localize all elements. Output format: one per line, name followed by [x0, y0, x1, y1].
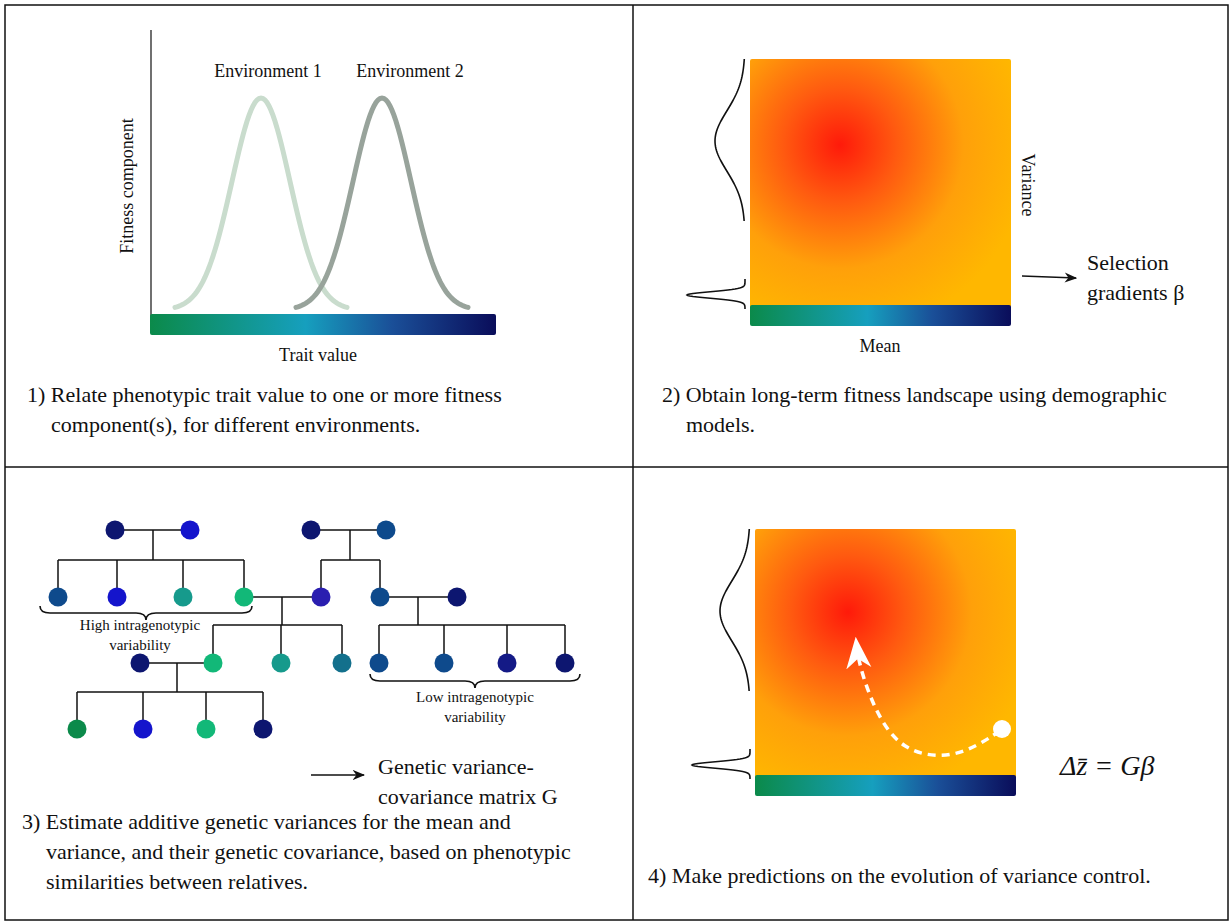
pedigree-line — [311, 529, 386, 531]
output-label: Genetic variance-covariance matrix G — [378, 752, 583, 812]
pointer-arrow — [311, 774, 364, 775]
individual — [498, 654, 517, 673]
landscape-heatmap — [755, 529, 1016, 779]
fitness-curve — [175, 98, 347, 307]
pedigree-line — [176, 663, 178, 692]
pointer-arrow — [1022, 276, 1076, 278]
group-label: High intragenotypic variability — [65, 615, 215, 655]
individual — [312, 588, 331, 607]
individual — [174, 588, 193, 607]
output-label: Selection gradients β — [1087, 248, 1212, 308]
figure-panel: 2) Obtain long-term fitness landscape us… — [633, 5, 1228, 467]
group-label: Low intragenotypic variability — [400, 687, 550, 727]
individual — [302, 521, 321, 540]
variance-distribution — [692, 749, 750, 779]
y-axis — [150, 30, 151, 320]
individual — [333, 654, 352, 673]
pedigree-line — [77, 691, 263, 693]
figure-panel: 3) Estimate additive genetic variances f… — [5, 467, 633, 920]
brace — [370, 674, 580, 688]
individual — [134, 720, 153, 739]
individual — [254, 720, 273, 739]
pedigree-line — [152, 530, 154, 560]
individual — [204, 654, 223, 673]
pedigree — [40, 521, 580, 739]
panel-caption: 1) Relate phenotypic trait value to one … — [27, 380, 596, 440]
outer-frame — [5, 5, 1228, 920]
panel-caption: 3) Estimate additive genetic variances f… — [22, 807, 586, 897]
pedigree-line — [349, 530, 351, 560]
individual — [556, 654, 575, 673]
variance-distribution — [687, 279, 745, 309]
panel-caption: 4) Make predictions on the evolution of … — [648, 861, 1202, 891]
individual — [377, 521, 396, 540]
individual — [272, 654, 291, 673]
individual — [108, 588, 127, 607]
variance-distribution — [720, 529, 749, 691]
individual — [131, 654, 150, 673]
individual — [106, 521, 125, 540]
individual — [181, 521, 200, 540]
individual — [371, 588, 390, 607]
pedigree-line — [213, 624, 342, 626]
figure-panel: 4) Make predictions on the evolution of … — [633, 467, 1228, 920]
landscape-heatmap — [750, 59, 1011, 309]
curve-label: Environment 2 — [356, 60, 463, 83]
fitness-curve — [296, 98, 468, 307]
divider — [632, 5, 634, 920]
pedigree-line — [417, 597, 419, 625]
trait-bar — [150, 314, 496, 335]
mean-bar — [755, 775, 1016, 796]
mean-bar — [750, 305, 1011, 326]
individual — [435, 654, 454, 673]
axis-label: Variance — [1016, 154, 1039, 217]
axis-label: Trait value — [279, 344, 357, 367]
pedigree-line — [321, 559, 380, 561]
individual — [448, 588, 467, 607]
individual — [235, 588, 254, 607]
axis-label: Mean — [860, 335, 901, 358]
pedigree-line — [58, 559, 244, 561]
pedigree-line — [379, 624, 565, 626]
evolution-trajectory — [856, 640, 1000, 755]
individual — [49, 588, 68, 607]
individual — [370, 654, 389, 673]
individual — [197, 720, 216, 739]
fitness-plot — [150, 30, 496, 335]
fitness-landscape — [687, 59, 1011, 326]
pedigree-line — [281, 597, 283, 625]
population-point — [993, 720, 1011, 738]
curve-label: Environment 1 — [214, 60, 321, 83]
equation: Δz̄ = Gβ — [1060, 748, 1154, 783]
panel-grid — [5, 5, 1228, 920]
axis-label: Fitness component — [116, 118, 139, 254]
variance-distribution — [715, 59, 744, 221]
panel-caption: 2) Obtain long-term fitness landscape us… — [662, 380, 1186, 440]
fitness-landscape — [692, 529, 1016, 796]
divider — [5, 466, 1228, 468]
individual — [68, 720, 87, 739]
